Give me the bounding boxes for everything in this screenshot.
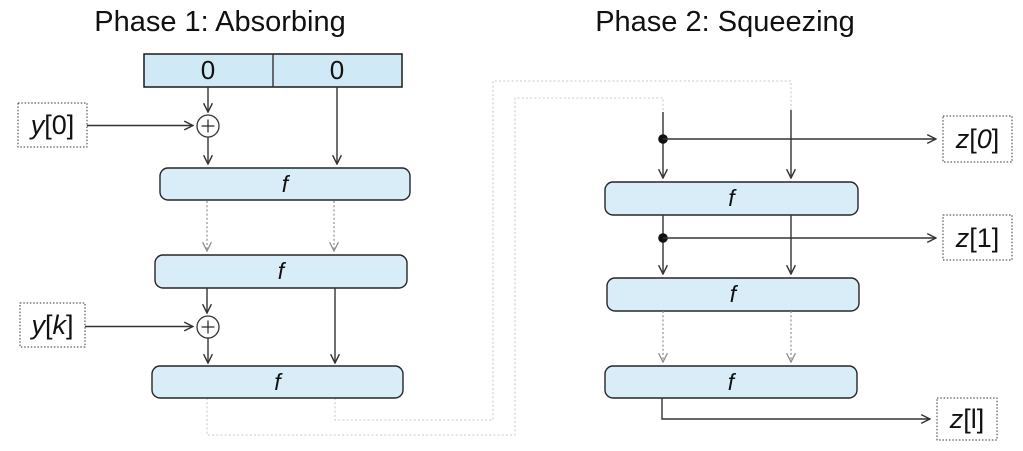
arrow-to-zl xyxy=(661,398,930,419)
rate-loop-wire xyxy=(206,97,664,436)
output-zl-label: z[l] xyxy=(949,404,985,434)
f-box-1 xyxy=(159,167,411,201)
f-box-5 xyxy=(606,277,860,312)
capacity-loop-wire xyxy=(334,80,792,421)
output-z0-box xyxy=(942,115,1013,163)
f-box-4 xyxy=(604,181,859,216)
input-y0-box xyxy=(17,102,88,148)
f-box-6 xyxy=(604,365,858,399)
input-yk-box xyxy=(19,302,86,348)
state-loop-connectors xyxy=(206,80,792,436)
f-box-3-label: f xyxy=(274,369,283,395)
phase1-absorbing: 0 0 y[0] f f y[k] xyxy=(17,53,411,399)
f-box-5-label: f xyxy=(730,281,739,307)
f-box-3 xyxy=(151,365,404,399)
output-z1-box xyxy=(942,214,1013,261)
f-box-1-label: f xyxy=(282,171,291,197)
xor1-icon xyxy=(196,114,220,138)
phase1-title: Phase 1: Absorbing xyxy=(94,6,346,38)
state-cell-capacity: 0 xyxy=(330,55,344,85)
output-z1-label: z[1] xyxy=(955,223,1000,253)
f-box-2-label: f xyxy=(278,258,287,284)
phase2-squeezing: z[0] f z[1] f f z[l] xyxy=(604,110,1013,441)
f-box-6-label: f xyxy=(728,369,737,395)
xor2-icon xyxy=(196,315,220,339)
f-box-4-label: f xyxy=(728,185,737,211)
state-cell-rate: 0 xyxy=(201,55,215,85)
input-yk-label: y[k] xyxy=(29,310,73,340)
output-z0-label: z[0] xyxy=(955,124,1000,154)
phase2-title: Phase 2: Squeezing xyxy=(595,6,855,38)
f-box-2 xyxy=(154,254,408,289)
output-zl-box xyxy=(936,397,998,441)
input-y0-label: y[0] xyxy=(29,110,75,140)
